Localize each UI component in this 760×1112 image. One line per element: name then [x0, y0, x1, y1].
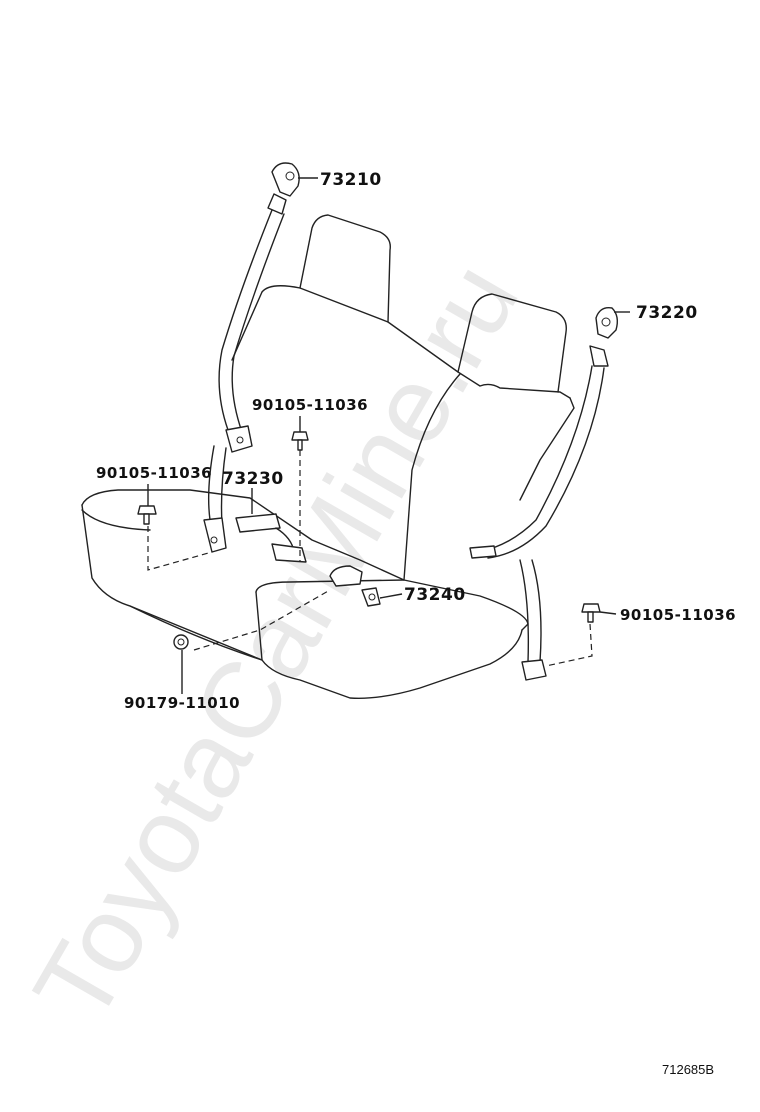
label-73240[interactable]: 73240: [404, 585, 466, 605]
center-buckle-73230[interactable]: [235, 513, 307, 563]
bolt-icon-top: [291, 431, 309, 451]
watermark-text: ToyotaCarMine.ru: [10, 243, 541, 1042]
label-90105-11036-top[interactable]: 90105-11036: [252, 396, 368, 414]
leader-lines: [147, 177, 630, 694]
bolt-icon-right: [581, 603, 601, 623]
label-90105-11036-left[interactable]: 90105-11036: [96, 464, 212, 482]
diagram-reference-code: 712685B: [662, 1062, 714, 1077]
rear-seat-outline: [81, 214, 575, 699]
label-73210[interactable]: 73210: [320, 170, 382, 190]
label-90179-11010[interactable]: 90179-11010: [124, 694, 240, 712]
installation-dashed-lines: [147, 450, 593, 667]
right-buckle-73240[interactable]: [329, 565, 381, 607]
label-73230[interactable]: 73230: [222, 469, 284, 489]
left-seat-belt-assembly[interactable]: [203, 162, 300, 553]
grommet-icon: [173, 634, 189, 650]
bolt-icon-left: [137, 505, 157, 525]
label-73220[interactable]: 73220: [636, 303, 698, 323]
right-seat-belt-assembly[interactable]: [469, 307, 619, 681]
label-90105-11036-right[interactable]: 90105-11036: [620, 606, 736, 624]
